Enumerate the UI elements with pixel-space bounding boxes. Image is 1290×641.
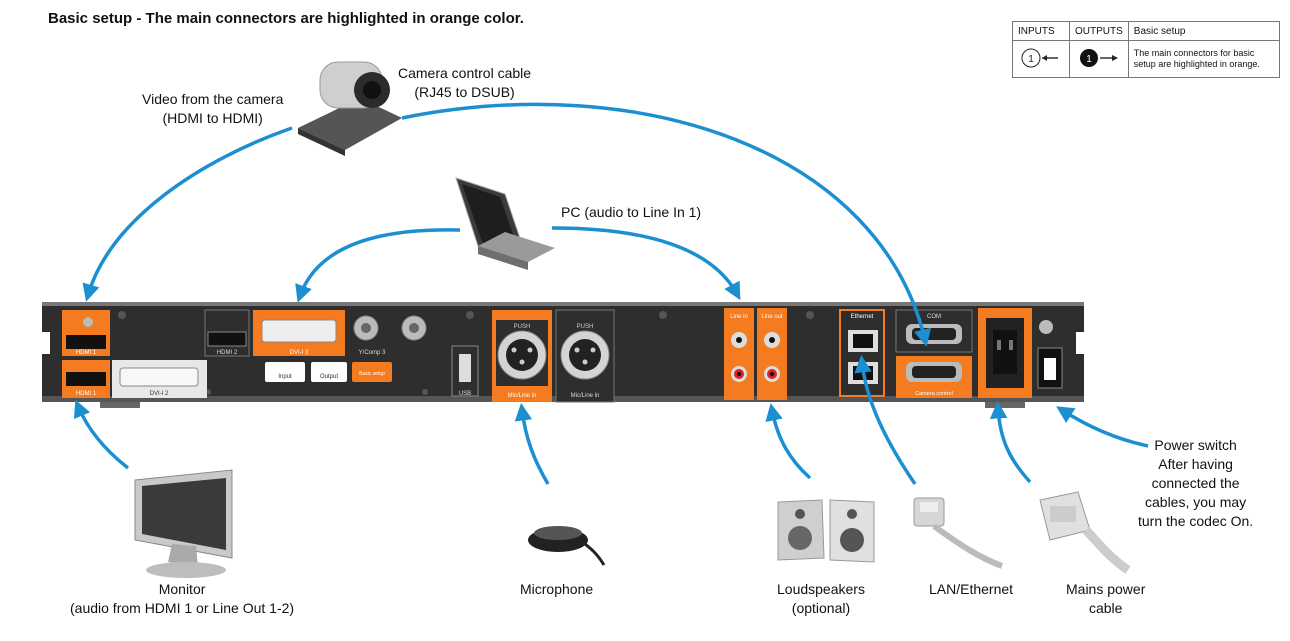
panel-line-in-label: Line in: [730, 314, 748, 320]
panel-com-label: COM: [927, 314, 941, 320]
label-video-line2: (HDMI to HDMI): [162, 110, 263, 126]
label-mains-line2: cable: [1088, 600, 1123, 616]
page-title: Basic setup - The main connectors are hi…: [48, 10, 524, 27]
panel-output-key: Output: [320, 374, 338, 380]
legend-output-number: 1: [1086, 54, 1092, 65]
label-video-from-camera: Video from the camera (HDMI to HDMI): [142, 90, 283, 128]
arrow-pc-linein: [551, 226, 741, 301]
laptop-icon: [455, 177, 555, 270]
panel-line-out-label: Line out: [761, 314, 783, 320]
panel-dvi-in-label: DVI-I 3: [290, 350, 309, 356]
arrow-lan: [854, 355, 917, 485]
panel-hdmi1-in-label: HDMI 1: [76, 350, 97, 356]
label-mains: Mains power cable: [1066, 580, 1145, 618]
label-power-line5: turn the codec On.: [1138, 513, 1254, 529]
panel-basic-key: Basic setup: [359, 371, 385, 377]
monitor-icon: [134, 469, 233, 578]
codec-rear-panel: HDMI 1 HDMI 1 DVI-I 2 HDMI 2 DVI-I 3 Y/C…: [36, 302, 1090, 408]
legend-input-symbol: 1: [1012, 40, 1070, 78]
label-camera-control-line2: (RJ45 to DSUB): [414, 84, 515, 100]
panel-hdmi2-label: HDMI 2: [217, 350, 238, 356]
label-video-line1: Video from the camera: [142, 91, 284, 107]
panel-ethernet-label: Ethernet: [851, 314, 874, 320]
label-pc: PC (audio to Line In 1): [561, 204, 702, 220]
lan-plug-icon: [913, 497, 1004, 569]
arrow-monitor: [73, 399, 130, 470]
panel-mic1-label: Mic/Line in: [508, 393, 537, 399]
panel-mic2-label: Mic/Line in: [571, 393, 600, 399]
arrow-camera-video: [82, 126, 293, 302]
arrow-mains: [989, 401, 1032, 484]
label-loudspeakers-line1: Loudspeakers: [777, 581, 865, 597]
label-power-line4: cables, you may: [1145, 494, 1247, 510]
label-camera-control-line1: Camera control cable: [398, 65, 532, 81]
arrow-camera-control: [401, 102, 932, 347]
legend-input-number: 1: [1028, 54, 1034, 65]
label-power-line1: Power switch: [1154, 437, 1237, 453]
microphone-icon: [528, 526, 606, 566]
legend-table: INPUTS OUTPUTS Basic setup 1 1 The main …: [1012, 21, 1280, 78]
camera-icon: [298, 61, 402, 156]
panel-push2-label: PUSH: [577, 324, 594, 330]
label-loudspeakers: Loudspeakers (optional): [777, 580, 865, 618]
label-monitor-line1: Monitor: [158, 581, 206, 597]
label-lan: LAN/Ethernet: [929, 581, 1014, 597]
arrow-power-switch: [1056, 406, 1149, 448]
panel-dvi-out-label: DVI-I 2: [150, 391, 169, 397]
label-power-line2: After having: [1158, 456, 1233, 472]
label-monitor: Monitor (audio from HDMI 1 or Line Out 1…: [70, 580, 294, 618]
panel-camera-control-label: Camera control: [915, 391, 953, 397]
panel-push1-label: PUSH: [514, 324, 531, 330]
label-mains-line1: Mains power: [1066, 581, 1146, 597]
label-loudspeakers-line2: (optional): [791, 600, 851, 616]
arrow-pc-dvi: [295, 228, 461, 303]
arrow-microphone: [514, 403, 550, 485]
mains-plug-icon: [1039, 491, 1131, 574]
panel-input-key: Input: [278, 374, 292, 380]
panel-usb-label: USB: [459, 391, 471, 397]
label-microphone: Microphone: [520, 581, 594, 597]
panel-hdmi1-out-label: HDMI 1: [76, 391, 97, 397]
legend-description: The main connectors for basic setup are …: [1127, 40, 1280, 78]
label-power-line3: connected the: [1151, 475, 1240, 491]
output-arrow-icon: 1: [1079, 48, 1118, 67]
loudspeakers-icon: [777, 499, 875, 563]
input-arrow-icon: 1: [1021, 48, 1058, 67]
panel-ycomp-label: Y/Comp 3: [359, 350, 386, 356]
arrow-loudspeakers: [765, 403, 812, 480]
label-monitor-line2: (audio from HDMI 1 or Line Out 1-2): [70, 600, 295, 616]
label-camera-control: Camera control cable (RJ45 to DSUB): [398, 64, 531, 102]
label-power-switch: Power switch After having connected the …: [1138, 436, 1253, 531]
